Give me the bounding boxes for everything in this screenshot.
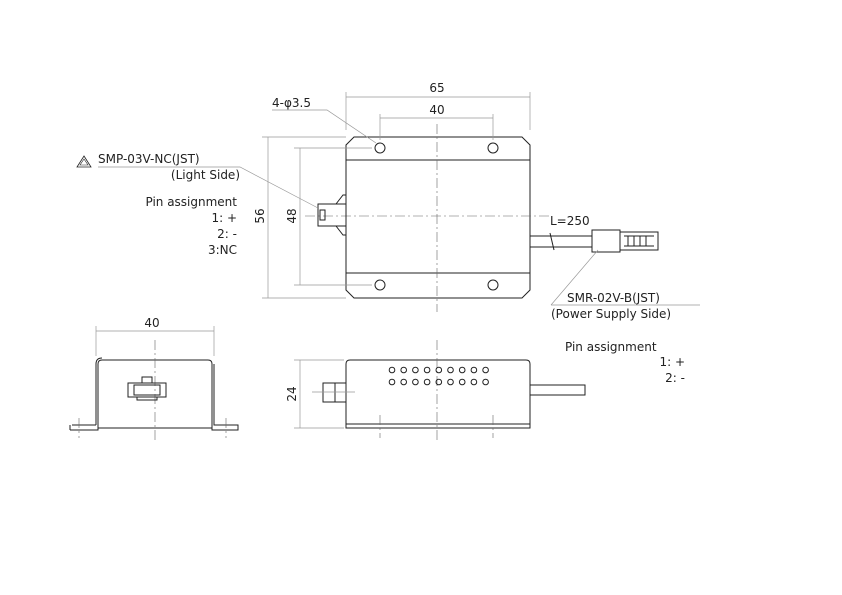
side-view: 24 Pin assignment 1: + 2: - [285,340,685,440]
vent-holes [388,366,489,386]
front-connector [127,376,167,401]
front-view: 40 [69,316,239,440]
vent-hole [400,378,408,386]
light-pin-3: 3:NC [208,243,237,257]
warning-triangle-icon [76,155,92,168]
power-pin-2: 2: - [665,371,685,385]
vent-hole [423,366,431,374]
dim-height-56: 56 [253,208,267,223]
vent-hole [482,366,489,374]
vent-hole [447,378,454,386]
cable-length: L=250 [550,214,590,228]
light-side-connector [317,194,347,236]
dimension-lines [98,92,700,306]
side-cable [530,384,586,396]
vent-hole [435,366,443,374]
light-pin-1: 1: + [211,211,237,225]
front-dim-width-40: 40 [144,316,159,330]
light-pin-title: Pin assignment [145,195,237,209]
vent-hole [470,378,478,386]
vent-hole [482,378,489,386]
vent-hole [470,366,478,374]
dim-hole-pitch-48: 48 [285,208,299,223]
vent-hole [423,378,431,386]
light-pin-2: 2: - [217,227,237,241]
power-pin-1: 1: + [659,355,685,369]
vent-hole [458,378,466,386]
vent-hole [388,366,396,374]
dim-hole-pitch-40: 40 [429,103,444,117]
side-connector [312,382,355,403]
vent-hole [458,366,466,374]
power-connector-part: SMR-02V-B(JST) [567,291,660,305]
side-dim-height-24: 24 [285,386,299,401]
vent-hole [435,378,443,386]
power-cable [530,229,659,253]
vent-hole [400,366,408,374]
vent-hole [447,366,454,374]
power-pin-title: Pin assignment [565,340,657,354]
vent-hole [388,378,396,386]
top-body-outline [345,136,531,299]
power-connector-side: (Power Supply Side) [551,307,671,321]
vent-hole [412,378,419,386]
mounting-holes [374,142,499,291]
light-connector-side: (Light Side) [171,168,240,182]
vent-hole [412,366,419,374]
light-connector-part: SMP-03V-NC(JST) [98,152,200,166]
hole-callout: 4-φ3.5 [272,96,311,110]
top-view: 65 40 4-φ3.5 56 48 L=250 SMP-03V-NC(JST)… [76,81,700,321]
dim-width-65: 65 [429,81,444,95]
